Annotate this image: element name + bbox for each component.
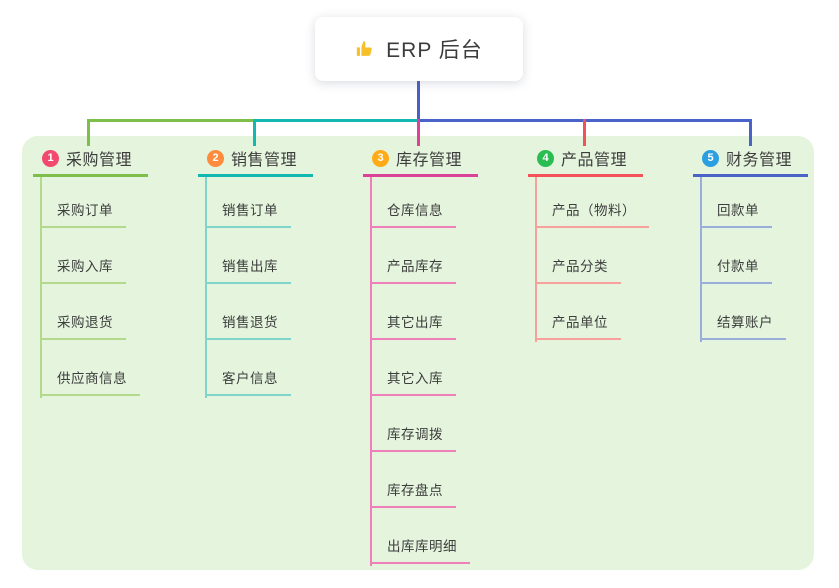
connector-children-line bbox=[700, 177, 702, 342]
child-label: 库存调拨 bbox=[370, 423, 456, 452]
branch-node-产品管理[interactable]: 4 产品管理 bbox=[528, 146, 643, 177]
child-label: 仓库信息 bbox=[370, 199, 456, 228]
connector-children-line bbox=[205, 177, 207, 398]
child-label: 库存盘点 bbox=[370, 479, 456, 508]
root-node[interactable]: ERP 后台 bbox=[315, 17, 523, 81]
child-label: 产品单位 bbox=[535, 311, 621, 340]
child-label: 供应商信息 bbox=[40, 367, 140, 396]
child-label: 付款单 bbox=[700, 255, 772, 284]
child-label: 产品库存 bbox=[370, 255, 456, 284]
child-label: 销售订单 bbox=[205, 199, 291, 228]
branch-node-财务管理[interactable]: 5 财务管理 bbox=[693, 146, 808, 177]
thumbs-up-icon bbox=[355, 38, 377, 60]
root-label: ERP 后台 bbox=[386, 39, 483, 62]
child-label: 回款单 bbox=[700, 199, 772, 228]
branch-label: 销售管理 bbox=[231, 152, 298, 169]
child-label: 其它入库 bbox=[370, 367, 456, 396]
child-label: 产品（物料） bbox=[535, 199, 649, 228]
child-label: 销售出库 bbox=[205, 255, 291, 284]
connector-children-line bbox=[40, 177, 42, 398]
child-label: 其它出库 bbox=[370, 311, 456, 340]
branch-node-销售管理[interactable]: 2 销售管理 bbox=[198, 146, 313, 177]
branch-number-badge: 4 bbox=[537, 149, 554, 167]
connector-branch-drop-4 bbox=[583, 119, 586, 146]
branch-label: 产品管理 bbox=[561, 152, 628, 169]
connector-children-line bbox=[370, 177, 372, 566]
branches-panel bbox=[22, 136, 814, 570]
connector-trunk-mid-teal bbox=[254, 119, 417, 122]
child-label: 结算账户 bbox=[700, 311, 786, 340]
connector-trunk-left-green bbox=[87, 119, 254, 122]
connector-branch-drop-5 bbox=[749, 119, 752, 146]
branch-number-badge: 2 bbox=[207, 149, 224, 167]
connector-branch-drop-1 bbox=[87, 119, 90, 146]
branch-node-采购管理[interactable]: 1 采购管理 bbox=[33, 146, 148, 177]
connector-root-drop bbox=[417, 81, 420, 122]
branch-number-badge: 3 bbox=[372, 149, 389, 167]
child-label: 出库库明细 bbox=[370, 535, 470, 564]
connector-branch-drop-2 bbox=[253, 119, 256, 146]
connector-branch-drop-3 bbox=[417, 119, 420, 146]
connector-children-line bbox=[535, 177, 537, 342]
child-label: 客户信息 bbox=[205, 367, 291, 396]
child-label: 采购订单 bbox=[40, 199, 126, 228]
child-label: 采购入库 bbox=[40, 255, 126, 284]
branch-label: 财务管理 bbox=[726, 152, 793, 169]
child-label: 采购退货 bbox=[40, 311, 126, 340]
child-label: 销售退货 bbox=[205, 311, 291, 340]
branch-label: 库存管理 bbox=[396, 152, 463, 169]
branch-number-badge: 5 bbox=[702, 149, 719, 167]
child-label: 产品分类 bbox=[535, 255, 621, 284]
branch-number-badge: 1 bbox=[42, 149, 59, 167]
branch-node-库存管理[interactable]: 3 库存管理 bbox=[363, 146, 478, 177]
branch-label: 采购管理 bbox=[66, 152, 133, 169]
